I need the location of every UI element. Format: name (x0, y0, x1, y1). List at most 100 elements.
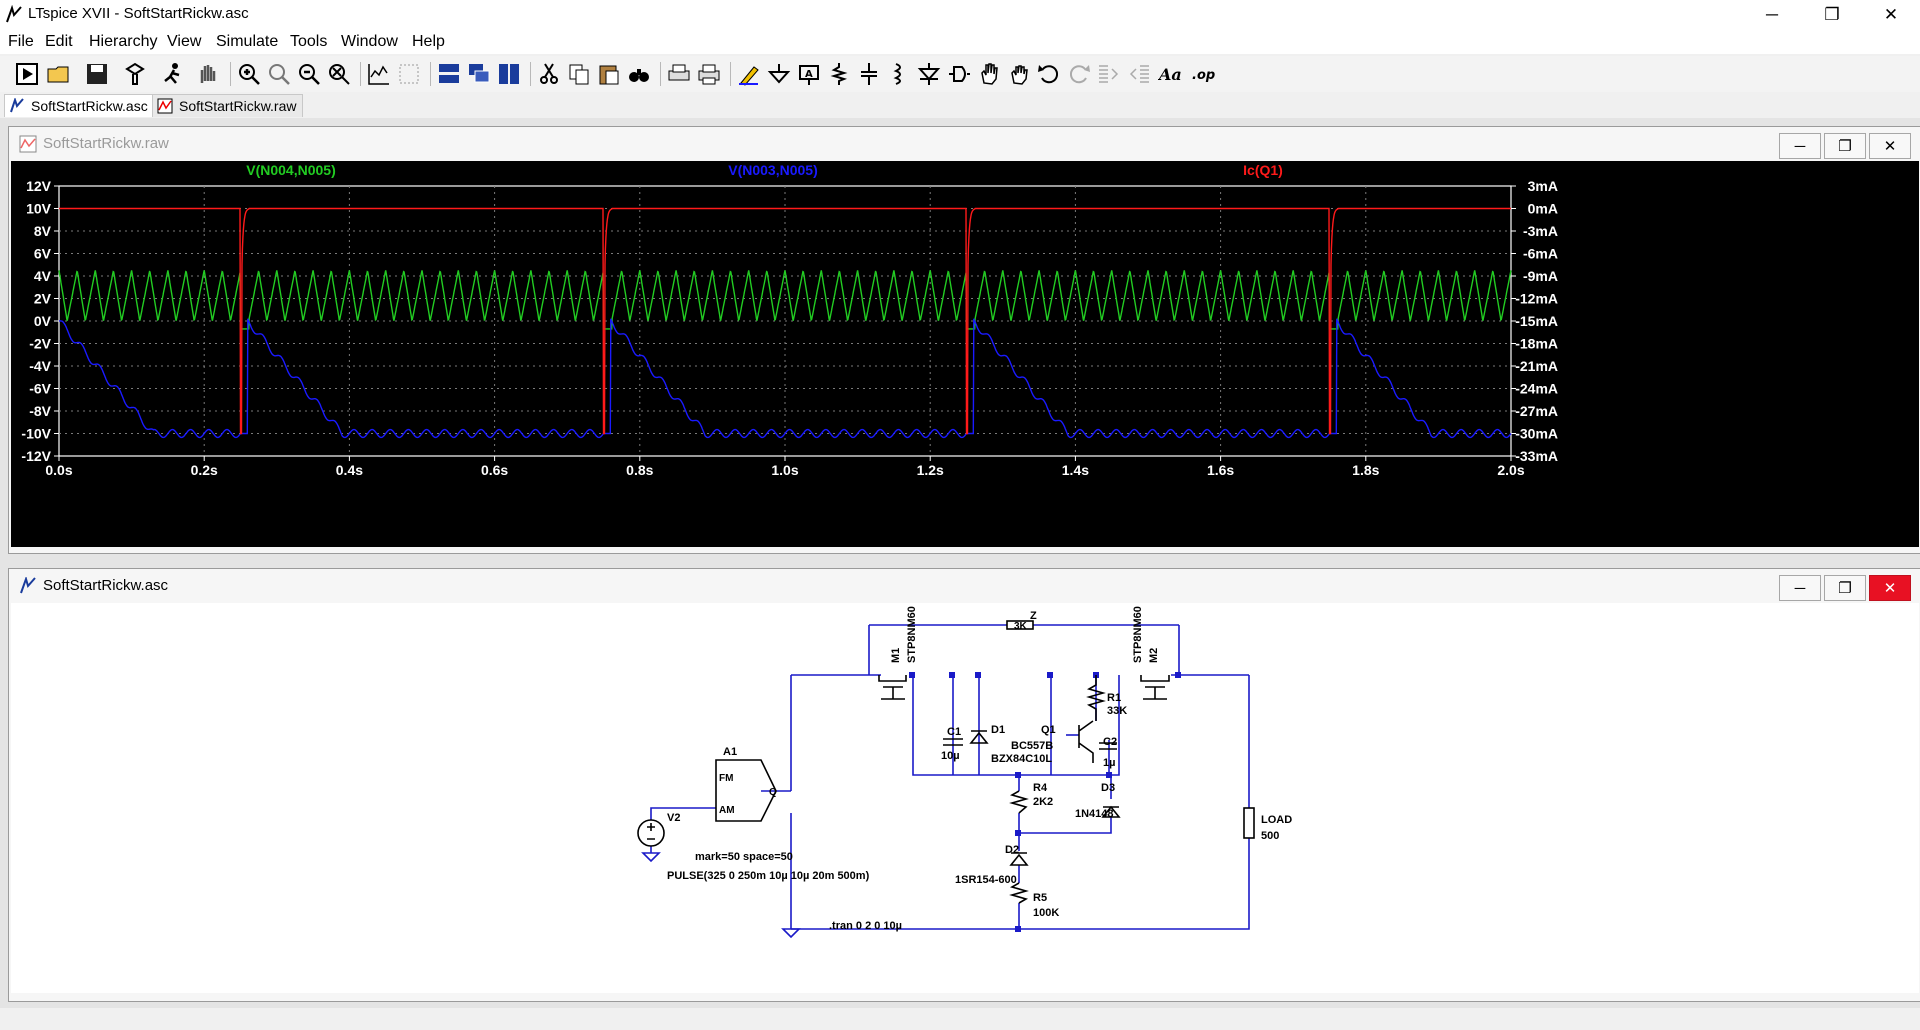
rotate-icon[interactable] (1096, 61, 1122, 87)
open-icon[interactable] (46, 61, 72, 87)
print-preview-icon[interactable] (696, 61, 722, 87)
minimize-button[interactable]: ─ (1765, 5, 1779, 24)
toolbar-separator (660, 62, 661, 86)
y-right-tick-label: -27mA (1515, 403, 1558, 419)
zoom-fit-icon[interactable] (326, 61, 352, 87)
schematic-close-button[interactable]: ✕ (1869, 575, 1911, 601)
y-left-tick-label: 0V (34, 313, 52, 329)
close-button[interactable]: ✕ (1883, 5, 1899, 24)
label-z: Z (1030, 610, 1037, 622)
capacitor-icon[interactable] (856, 61, 882, 87)
run-icon[interactable] (160, 61, 186, 87)
series-line-Ic(Q1) (59, 207, 1511, 435)
schematic-minimize-button[interactable]: ─ (1779, 575, 1821, 601)
mirror-icon[interactable] (1126, 61, 1152, 87)
menu-file[interactable]: File (8, 33, 34, 50)
tab-schematic[interactable]: SoftStartRickw.asc (4, 94, 155, 117)
schematic-restore-button[interactable]: ❐ (1824, 575, 1866, 601)
x-tick-label: 0.0s (45, 462, 72, 478)
ground-icon[interactable] (766, 61, 792, 87)
label-d1: D1 (991, 724, 1005, 736)
y-left-tick-label: 4V (34, 268, 52, 284)
resistor-icon[interactable] (826, 61, 852, 87)
tab-waveform[interactable]: SoftStartRickw.raw (152, 94, 304, 117)
draw-wire-icon[interactable] (736, 61, 762, 87)
label-m2: M2 (1148, 648, 1160, 663)
restore-button[interactable]: ❐ (1824, 5, 1840, 24)
menu-help[interactable]: Help (412, 33, 445, 50)
label-r4-val: 2K2 (1033, 796, 1053, 808)
menu-simulate[interactable]: Simulate (216, 33, 279, 50)
label-net-icon[interactable]: A (796, 61, 822, 87)
cascade-icon[interactable] (466, 61, 492, 87)
y-right-tick-label: 0mA (1528, 201, 1558, 217)
x-tick-label: 0.4s (336, 462, 363, 478)
schematic-file-icon (10, 98, 24, 113)
menu-tools[interactable]: Tools (290, 33, 328, 50)
menu-bar: File Edit Hierarchy View Simulate Tools … (0, 30, 1920, 54)
waveform-restore-button[interactable]: ❐ (1824, 133, 1866, 159)
component-labels: Z 3K M1 STP8NM60 STP8NM60 M2 R1 33K Q1 B… (667, 606, 1292, 932)
toolbar-separator (430, 62, 431, 86)
y-right-tick-label: -12mA (1515, 291, 1558, 307)
label-r1-val: 33K (1107, 705, 1127, 717)
zoom-in-icon[interactable] (236, 61, 262, 87)
svg-text:.op: .op (1192, 68, 1215, 83)
move-icon[interactable] (976, 61, 1002, 87)
spice-directive-icon[interactable]: .op (1190, 61, 1216, 87)
app-title-bar: LTspice XVII - SoftStartRickw.asc ─ ❐ ✕ (0, 0, 1920, 30)
label-c2: C2 (1103, 736, 1117, 748)
schematic-canvas[interactable]: Z 3K M1 STP8NM60 STP8NM60 M2 R1 33K Q1 B… (11, 603, 1919, 993)
menu-edit[interactable]: Edit (45, 33, 73, 50)
label-c1: C1 (947, 726, 961, 738)
label-load-val: 500 (1261, 830, 1279, 842)
svg-text:Aa: Aa (1158, 65, 1182, 84)
redo-icon[interactable] (1066, 61, 1092, 87)
control-panel-icon[interactable] (122, 61, 148, 87)
label-r4: R4 (1033, 782, 1048, 794)
label-m1-model: STP8NM60 (906, 606, 918, 663)
legend-V(N003,N005): V(N003,N005) (728, 162, 818, 178)
drag-icon[interactable] (1006, 61, 1032, 87)
schematic-window-titlebar: SoftStartRickw.asc ─ ❐ ✕ (9, 569, 1920, 603)
copy-icon[interactable] (566, 61, 592, 87)
label-r5-val: 100K (1033, 907, 1059, 919)
menu-view[interactable]: View (167, 33, 202, 50)
autorange-icon[interactable] (366, 61, 392, 87)
new-schematic-icon[interactable] (14, 61, 40, 87)
text-icon[interactable]: Aa (1158, 61, 1184, 87)
diode-icon[interactable] (916, 61, 942, 87)
y-left-tick-label: 6V (34, 246, 52, 262)
tile-horizontal-icon[interactable] (436, 61, 462, 87)
inductor-icon[interactable] (886, 61, 912, 87)
waveform-minimize-button[interactable]: ─ (1779, 133, 1821, 159)
y-right-tick-label: -15mA (1515, 313, 1558, 329)
delete-trace-icon[interactable] (396, 61, 422, 87)
y-right-tick-label: -18mA (1515, 336, 1558, 352)
menu-window[interactable]: Window (341, 33, 398, 50)
waveform-close-button[interactable]: ✕ (1869, 133, 1911, 159)
label-tran: .tran 0 2 0 10µ (829, 920, 902, 932)
label-a1-q: Q (769, 787, 777, 798)
tile-vertical-icon[interactable] (496, 61, 522, 87)
schematic-drawing[interactable]: Z 3K M1 STP8NM60 STP8NM60 M2 R1 33K Q1 B… (11, 603, 1919, 993)
undo-icon[interactable] (1036, 61, 1062, 87)
menu-hierarchy[interactable]: Hierarchy (89, 33, 158, 50)
paste-icon[interactable] (596, 61, 622, 87)
halt-icon[interactable] (194, 61, 220, 87)
save-icon[interactable] (84, 61, 110, 87)
waveform-window-title: SoftStartRickw.raw (43, 135, 169, 152)
waveform-file-icon (157, 98, 173, 114)
cut-icon[interactable] (536, 61, 562, 87)
y-left-tick-label: 10V (26, 201, 52, 217)
pan-icon[interactable] (266, 61, 292, 87)
y-left-tick-label: 2V (34, 291, 52, 307)
print-icon[interactable] (666, 61, 692, 87)
x-tick-label: 1.8s (1352, 462, 1379, 478)
zoom-out-icon[interactable] (296, 61, 322, 87)
label-a1-fm: FM (719, 773, 733, 784)
component-icon[interactable] (946, 61, 972, 87)
find-icon[interactable] (626, 61, 652, 87)
